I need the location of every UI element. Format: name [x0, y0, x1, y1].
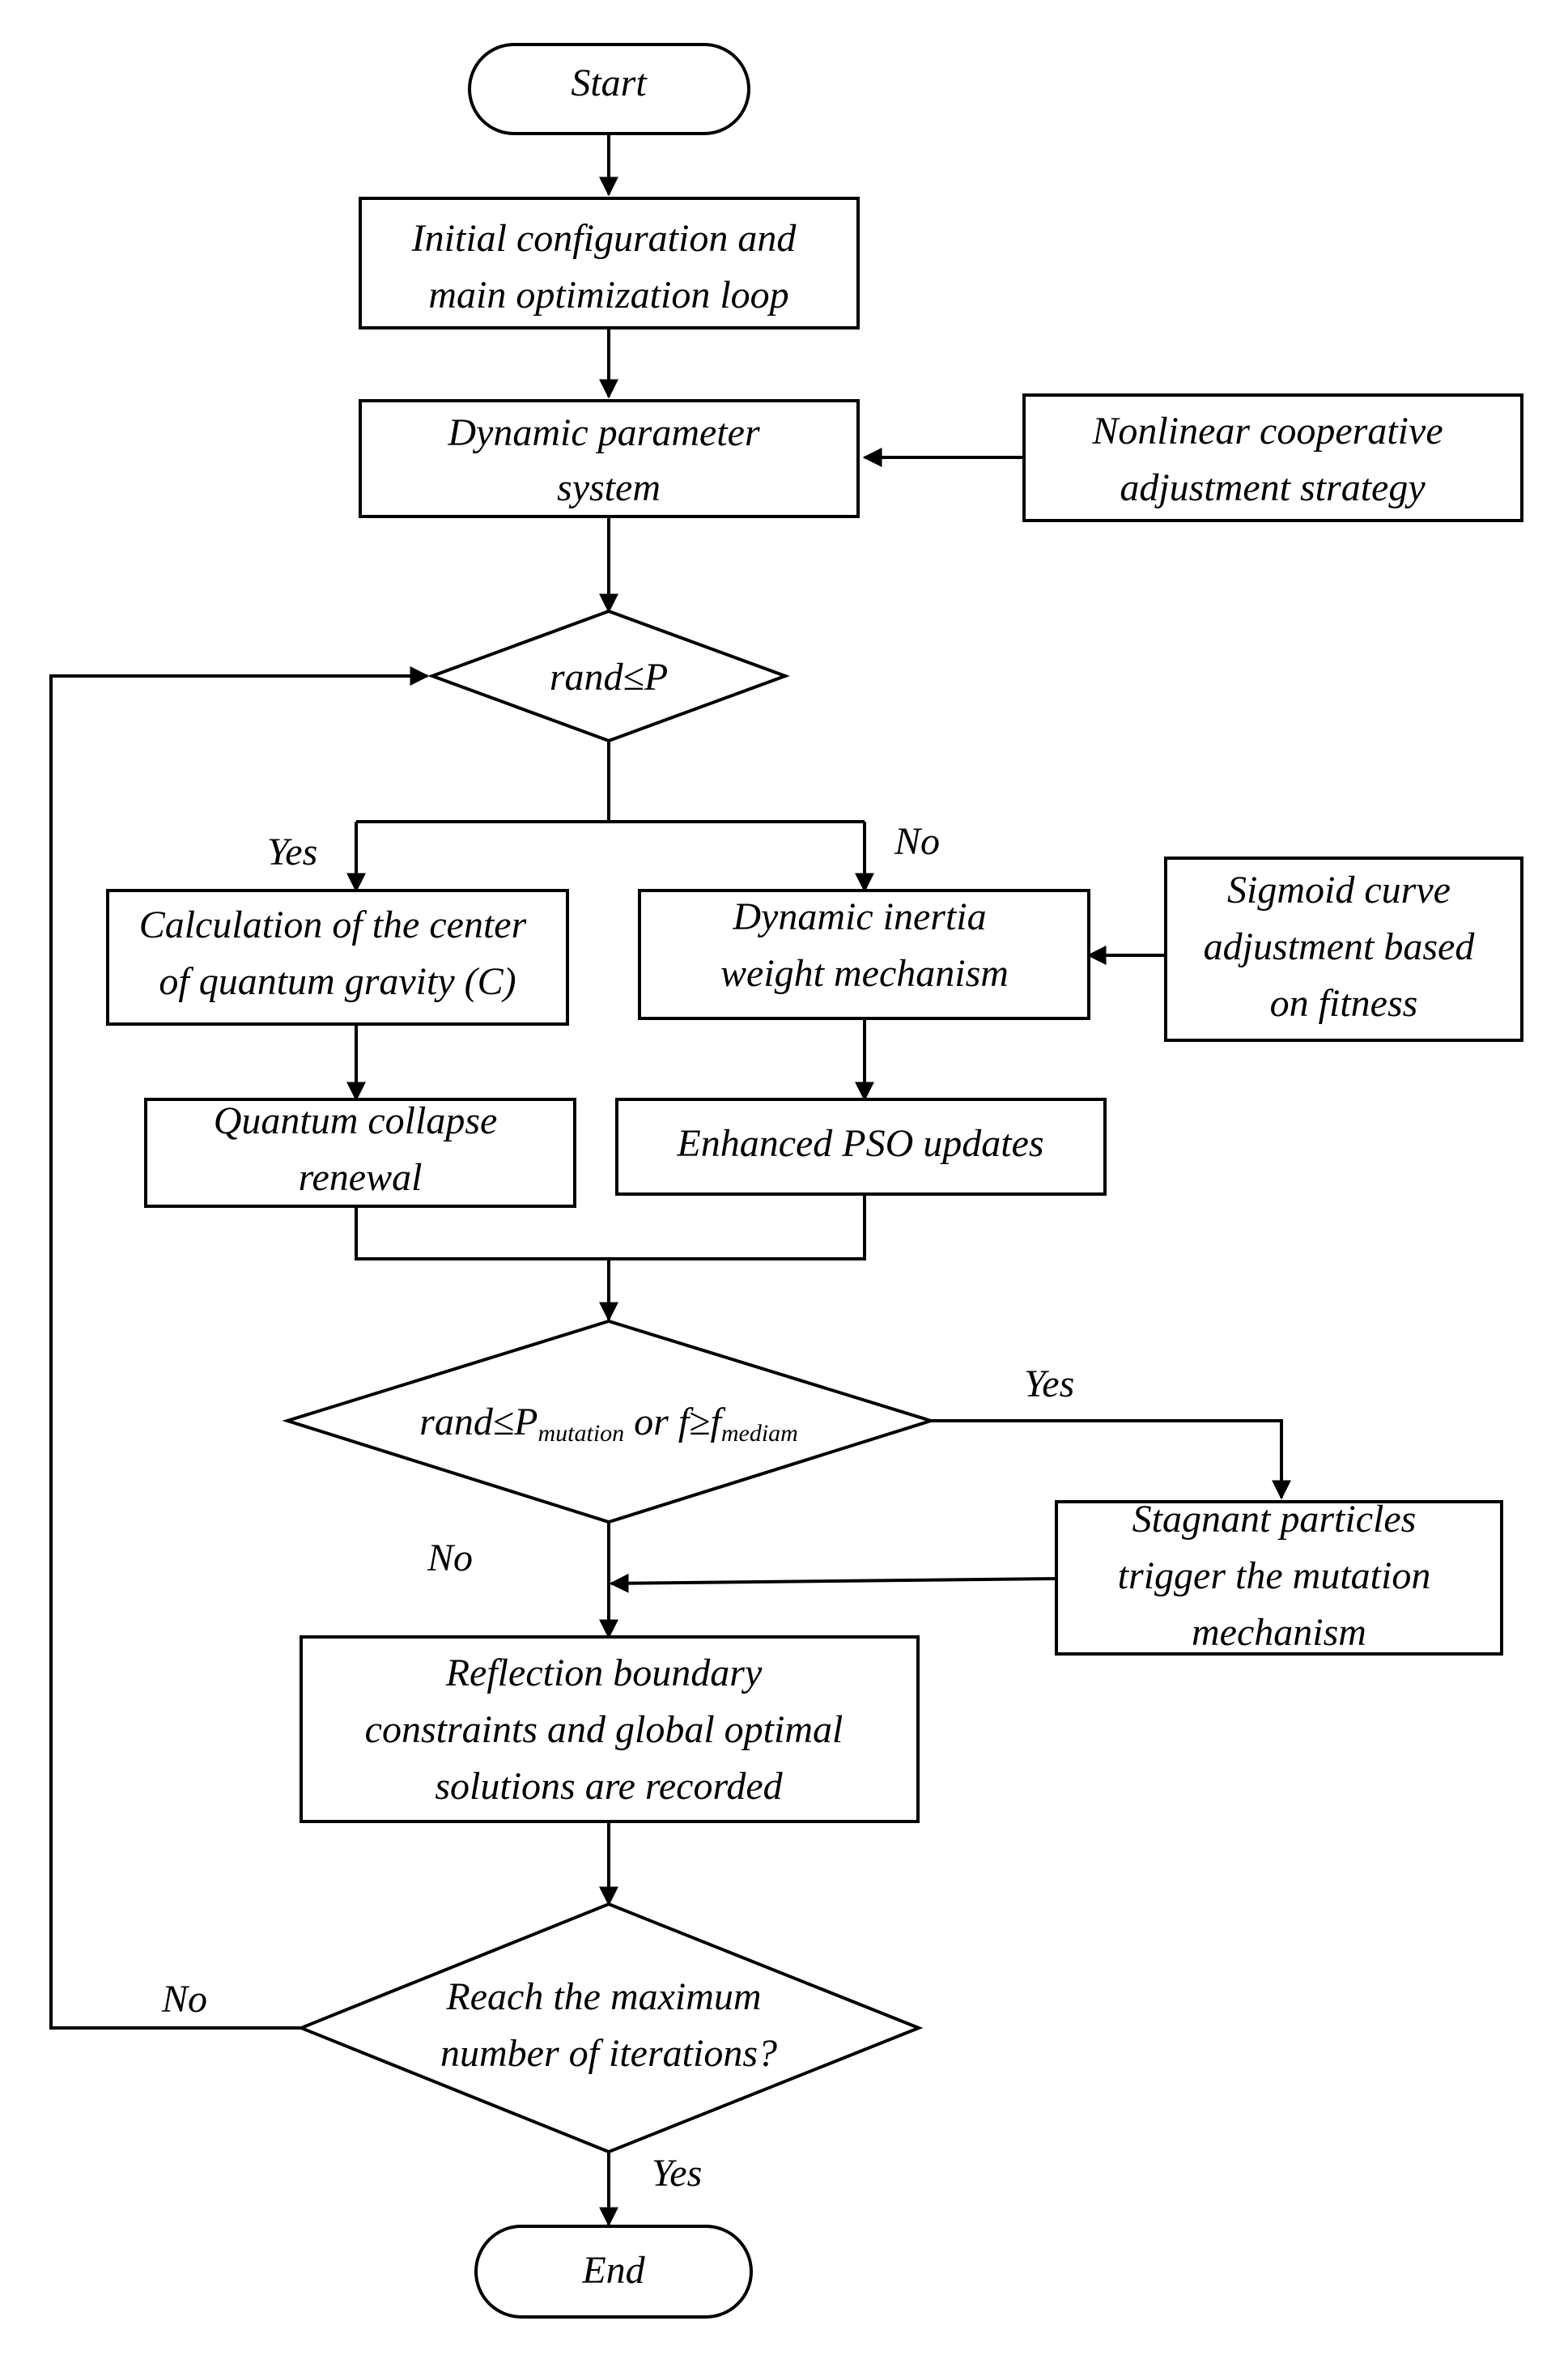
- decision-p-node: rand≤P: [427, 609, 790, 743]
- dyn-param-node: Dynamic parameter system: [359, 399, 860, 518]
- quantum-center-label-line2: of quantum gravity (C): [159, 960, 516, 1003]
- quantum-center-node: Calculation of the center of quantum gra…: [106, 889, 569, 1026]
- label-yes-left: Yes: [267, 831, 317, 874]
- arrow-loop-back-no: [49, 666, 430, 2030]
- dyn-param-box: [359, 399, 860, 518]
- pso-box: [615, 1098, 1107, 1196]
- reflection-label-line2: constraints and global optimal: [365, 1708, 843, 1751]
- reflection-label-line1: Reflection boundary: [445, 1651, 763, 1694]
- sigmoid-label-line2: adjustment based: [1204, 925, 1476, 968]
- collapse-node: Quantum collapse renewal: [144, 1098, 576, 1208]
- collapse-label-line2: renewal: [299, 1156, 423, 1199]
- reflection-node: Reflection boundary constraints and glob…: [300, 1635, 920, 1823]
- decision-p-label: rand≤P: [550, 656, 668, 699]
- decision-mut-label: rand≤Pmutation or f≥fmediam: [419, 1401, 798, 1447]
- decision-mut-node: rand≤Pmutation or f≥fmediam: [282, 1319, 937, 1524]
- sigmoid-label: Sigmoid curve adjustment based on fitnes…: [1204, 869, 1485, 1025]
- connectors: [49, 134, 1291, 2227]
- stagnant-label-line3: mechanism: [1192, 1611, 1366, 1654]
- dyn-param-label-line1: Dynamic parameter: [447, 411, 760, 454]
- nonlinear-box: [1022, 393, 1523, 522]
- branch-labels: Yes No Yes No No Yes: [161, 820, 1074, 2195]
- quantum-center-label: Calculation of the center of quantum gra…: [139, 903, 537, 1003]
- label-no-mutation: No: [427, 1537, 473, 1579]
- end-node: End: [474, 2225, 753, 2319]
- sigmoid-node: Sigmoid curve adjustment based on fitnes…: [1164, 857, 1523, 1042]
- line-collapse-merge: [355, 1206, 609, 1260]
- pso-label: Enhanced PSO updates: [676, 1122, 1043, 1165]
- sigmoid-label-line3: on fitness: [1270, 982, 1418, 1025]
- sigmoid-box: [1164, 857, 1523, 1042]
- reflection-box: [300, 1635, 920, 1823]
- dyn-inertia-box: [638, 889, 1090, 1020]
- decision-mut-part1: rand≤P: [419, 1401, 538, 1443]
- stagnant-box: [1055, 1500, 1503, 1656]
- line-pso-merge: [609, 1194, 866, 1260]
- label-no-right: No: [894, 820, 940, 863]
- nonlinear-label-line2: adjustment strategy: [1120, 466, 1426, 509]
- init-label: Initial configuration and main optimizat…: [411, 217, 806, 317]
- decision-mut-part2: or f≥f: [624, 1401, 725, 1443]
- stagnant-label: Stagnant particles trigger the mutation …: [1118, 1498, 1441, 1654]
- stagnant-node: Stagnant particles trigger the mutation …: [1055, 1498, 1503, 1656]
- label-yes-mutation: Yes: [1024, 1362, 1074, 1405]
- dyn-inertia-label-line1: Dynamic inertia: [732, 895, 986, 938]
- nonlinear-label-line1: Nonlinear cooperative: [1091, 410, 1443, 453]
- decision-max-diamond: [296, 1902, 924, 2154]
- dyn-inertia-label: Dynamic inertia weight mechanism: [720, 895, 1009, 995]
- quantum-center-label-line1: Calculation of the center: [139, 903, 527, 946]
- decision-p-diamond: [427, 609, 790, 743]
- decision-max-label-line2: number of iterations?: [440, 2032, 777, 2075]
- stagnant-label-line2: trigger the mutation: [1118, 1554, 1431, 1597]
- init-node: Initial configuration and main optimizat…: [359, 197, 860, 329]
- start-node: Start: [468, 43, 750, 135]
- dyn-inertia-node: Dynamic inertia weight mechanism: [638, 889, 1090, 1020]
- collapse-box: [144, 1098, 576, 1208]
- decision-mut-diamond: [282, 1319, 937, 1524]
- reflection-label: Reflection boundary constraints and glob…: [365, 1651, 853, 1808]
- nonlinear-node: Nonlinear cooperative adjustment strateg…: [1022, 393, 1523, 522]
- reflection-label-line3: solutions are recorded: [435, 1765, 783, 1808]
- nonlinear-label: Nonlinear cooperative adjustment strateg…: [1091, 410, 1452, 509]
- end-terminator: [474, 2225, 753, 2319]
- decision-max-node: Reach the maximum number of iterations?: [296, 1902, 924, 2154]
- label-no-loop: No: [161, 1978, 207, 2021]
- pso-node: Enhanced PSO updates: [615, 1098, 1107, 1196]
- sigmoid-label-line1: Sigmoid curve: [1227, 869, 1451, 912]
- arrow-decision-mut-yes: [931, 1419, 1291, 1500]
- decision-mut-sub1: mutation: [538, 1420, 624, 1447]
- init-label-line2: main optimization loop: [428, 274, 788, 317]
- decision-mut-sub2: mediam: [721, 1420, 798, 1447]
- dyn-param-label: Dynamic parameter system: [447, 411, 769, 509]
- init-label-line1: Initial configuration and: [411, 217, 797, 260]
- start-label: Start: [571, 62, 648, 104]
- quantum-center-box: [106, 889, 569, 1026]
- arrow-stagnant-to-main: [609, 1573, 1057, 1593]
- decision-max-label: Reach the maximum number of iterations?: [440, 1975, 777, 2075]
- stagnant-label-line1: Stagnant particles: [1132, 1498, 1417, 1541]
- collapse-label-line1: Quantum collapse: [214, 1099, 498, 1142]
- start-terminator: [468, 43, 750, 135]
- end-label: End: [581, 2249, 645, 2292]
- label-yes-end: Yes: [652, 2152, 702, 2195]
- dyn-param-label-line2: system: [557, 466, 661, 509]
- init-box: [359, 197, 860, 329]
- collapse-label: Quantum collapse renewal: [214, 1099, 508, 1199]
- decision-max-label-line1: Reach the maximum: [445, 1975, 761, 2018]
- dyn-inertia-label-line2: weight mechanism: [720, 952, 1009, 995]
